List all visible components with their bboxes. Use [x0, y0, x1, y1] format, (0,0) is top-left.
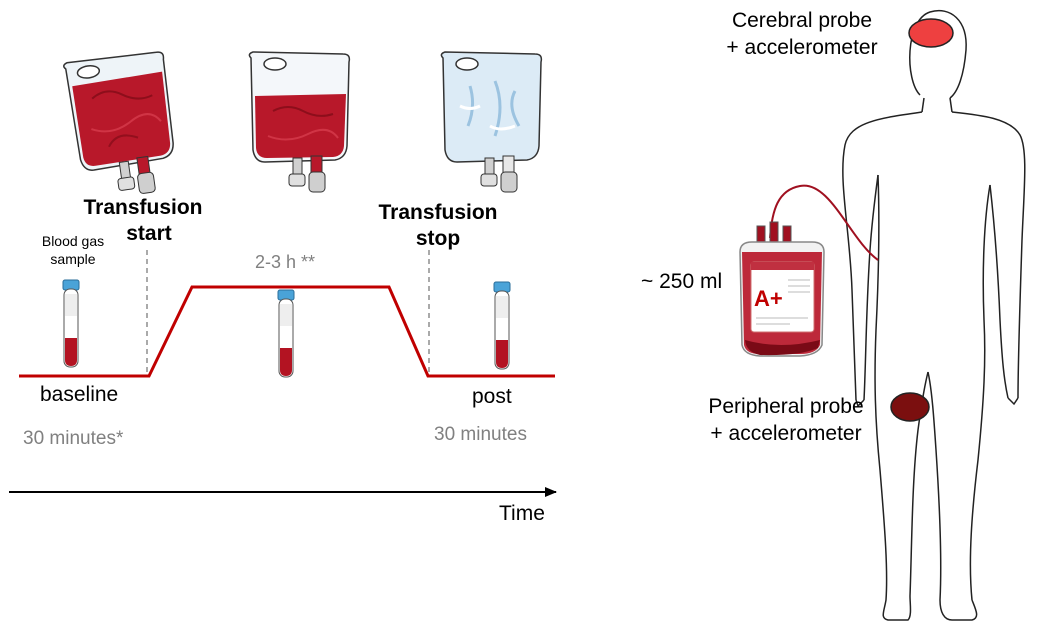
sample-tube-during-icon: [277, 289, 295, 378]
iv-tubing: [769, 184, 879, 261]
cerebral-probe-label: Cerebral probe + accelerometer: [707, 7, 897, 61]
time-axis-label: Time: [499, 502, 545, 525]
transfusion-start-label: Transfusion start: [78, 195, 208, 247]
peripheral-probe-line1: Peripheral probe: [708, 395, 864, 418]
blood-type-label: A+: [754, 286, 783, 311]
post-duration-label: 30 minutes: [434, 424, 527, 445]
cerebral-probe-line1: Cerebral probe: [731, 9, 873, 32]
timeline-curve: [19, 285, 555, 378]
blood-gas-line1: Blood gas: [41, 233, 105, 249]
blood-gas-sample-label: Blood gas sample: [30, 232, 116, 268]
transfusion-stop-label: Transfusion stop: [372, 200, 504, 252]
transfusion-start-line1: Transfusion: [83, 196, 203, 219]
human-body-outline: [842, 9, 1026, 621]
baseline-duration-label: 30 minutes*: [23, 428, 124, 449]
empty-bag-icon: [440, 51, 543, 193]
sample-tube-post-icon: [493, 281, 511, 370]
transfusion-stop-line2: stop: [415, 227, 461, 250]
baseline-label: baseline: [40, 383, 119, 406]
blood-gas-line2: sample: [50, 251, 96, 267]
transfusion-start-line2: start: [126, 222, 172, 245]
peripheral-probe-label: Peripheral probe + accelerometer: [686, 393, 886, 447]
peripheral-probe-line2: + accelerometer: [710, 422, 862, 445]
full-blood-bag-icon: [63, 51, 174, 194]
blood-bag-icon: [739, 221, 825, 357]
during-duration-label: 2-3 h **: [255, 252, 316, 272]
half-blood-bag-icon: [248, 51, 351, 193]
sample-tube-baseline-icon: [62, 279, 80, 368]
cerebral-probe-line2: + accelerometer: [726, 36, 878, 59]
cerebral-probe-icon: [908, 18, 954, 48]
post-label: post: [472, 385, 512, 408]
volume-label: ~ 250 ml: [641, 270, 723, 293]
peripheral-probe-icon: [890, 392, 930, 422]
transfusion-stop-line1: Transfusion: [378, 201, 498, 224]
